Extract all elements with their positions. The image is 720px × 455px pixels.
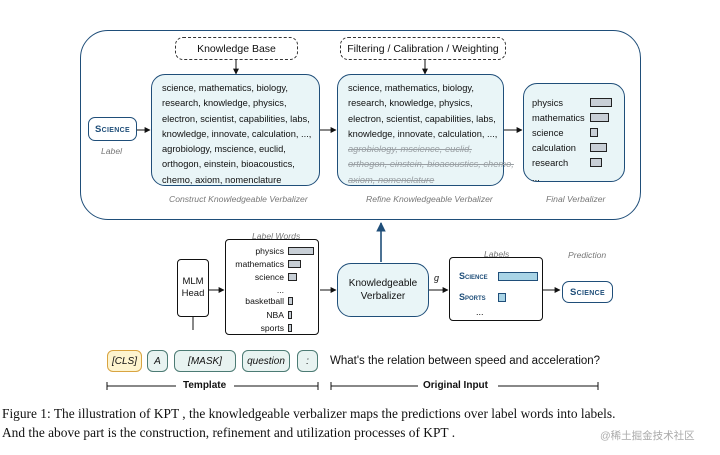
kv-line: Verbalizer — [360, 291, 406, 302]
final-verbalizer-box: physics mathematics science calculation … — [523, 83, 625, 183]
original-input-text: What's the relation between speed and ac… — [330, 355, 601, 367]
caption-line: And the above part is the construction, … — [2, 425, 456, 440]
construction-panel — [80, 30, 641, 220]
prediction-badge: Science — [562, 281, 613, 303]
label-score-bar — [498, 293, 506, 302]
refine-caption: Refine Knowledgeable Verbalizer — [366, 194, 493, 204]
final-word-list: physics mathematics science calculation … — [532, 96, 585, 186]
word-line: electron, scientist, capabilities, labs, — [348, 113, 496, 124]
label-words-caption: Label Words — [252, 231, 301, 241]
mlm-head-box: MLM Head — [177, 259, 209, 317]
word-line: knowledge, innovate, calculation, ..., — [162, 128, 312, 139]
label-word: ... — [276, 285, 284, 295]
final-weight-bar — [590, 98, 612, 107]
word-line: knowledge, innovate, calculation, ..., — [348, 128, 498, 139]
token-cls: [CLS] — [107, 350, 142, 372]
label-word: basketball — [245, 296, 284, 306]
token-a: A — [147, 350, 168, 372]
final-word: calculation — [532, 143, 576, 153]
mlm-head-line: Head — [181, 288, 205, 299]
label-word-score-bar — [288, 297, 293, 305]
final-word: research — [532, 158, 569, 168]
kv-line: Knowledgeable — [348, 278, 418, 289]
refine-word-list: science, mathematics, biology, research,… — [348, 81, 514, 188]
label-word: mathematics — [235, 259, 284, 269]
label-science-badge: Science — [88, 117, 137, 141]
removed-word-line: axiom, nomenclature — [348, 174, 435, 185]
word-line: science, mathematics, biology, — [348, 83, 474, 93]
construct-caption: Construct Knowledgeable Verbalizer — [169, 194, 308, 204]
prediction-caption: Prediction — [568, 250, 607, 260]
label-word: physics — [255, 246, 284, 256]
final-word: physics — [532, 98, 564, 108]
word-line: agrobiology, mscience, euclid, — [162, 144, 286, 155]
final-weight-bar — [590, 128, 598, 137]
label-word-score-bar — [288, 273, 297, 281]
token-mask: [MASK] — [174, 350, 236, 372]
word-line: research, knowledge, physics, — [162, 98, 287, 109]
caption-line: Figure 1: The illustration of KPT , the … — [2, 406, 616, 421]
word-line: orthogon, einstein, bioacoustics, — [162, 159, 295, 170]
knowledge-base-box: Knowledge Base — [175, 37, 298, 60]
final-weight-bar — [590, 158, 602, 167]
knowledgeable-verbalizer-box: Knowledgeable Verbalizer — [337, 263, 429, 317]
label-word-score-bar — [288, 311, 292, 319]
word-line: electron, scientist, capabilities, labs, — [162, 113, 310, 124]
construct-verbalizer-box: science, mathematics, biology, research,… — [151, 74, 320, 186]
filter-label: Filtering / Calibration / Weighting — [347, 42, 499, 55]
template-label: Template — [181, 380, 229, 391]
figure-caption: Figure 1: The illustration of KPT , the … — [2, 404, 718, 442]
token-question: question — [242, 350, 290, 372]
label-word: NBA — [266, 310, 284, 320]
label-word-score-bar — [288, 260, 301, 268]
labels-ellipsis: ... — [476, 307, 484, 317]
label-name: Sports — [459, 292, 486, 302]
final-word: ... — [532, 173, 540, 183]
label-word: sports — [260, 323, 284, 333]
token-colon: : — [297, 350, 318, 372]
mlm-head-line: MLM — [182, 276, 204, 287]
refine-verbalizer-box: science, mathematics, biology, research,… — [337, 74, 514, 186]
final-weight-bar — [590, 143, 607, 152]
filter-calibration-weighting-box: Filtering / Calibration / Weighting — [340, 37, 506, 60]
removed-word-line: orthogon, einstein, bioacoustics, chemo, — [348, 159, 514, 170]
label-name: Science — [459, 271, 488, 281]
final-word: mathematics — [532, 113, 585, 123]
construct-word-list: science, mathematics, biology, research,… — [162, 81, 311, 188]
removed-word-line: agrobiology, mscience, euclid, — [348, 144, 472, 155]
g-function-symbol: g — [434, 273, 440, 283]
word-line: science, mathematics, biology, — [162, 83, 288, 93]
knowledge-base-label: Knowledge Base — [197, 42, 276, 55]
labels-caption: Labels — [484, 249, 510, 259]
original-input-label: Original Input — [421, 380, 490, 391]
word-line: research, knowledge, physics, — [348, 98, 473, 109]
site-watermark: @稀土掘金技术社区 — [600, 430, 695, 442]
label-caption: Label — [101, 146, 123, 156]
label-score-bar — [498, 272, 538, 281]
label-word: science — [254, 272, 284, 282]
final-weight-bar — [590, 113, 609, 122]
final-caption: Final Verbalizer — [546, 194, 606, 204]
label-word-score-bar — [288, 247, 314, 255]
word-line: chemo, axiom, nomenclature — [162, 174, 282, 185]
final-word: science — [532, 128, 564, 138]
label-word-score-bar — [288, 324, 292, 332]
